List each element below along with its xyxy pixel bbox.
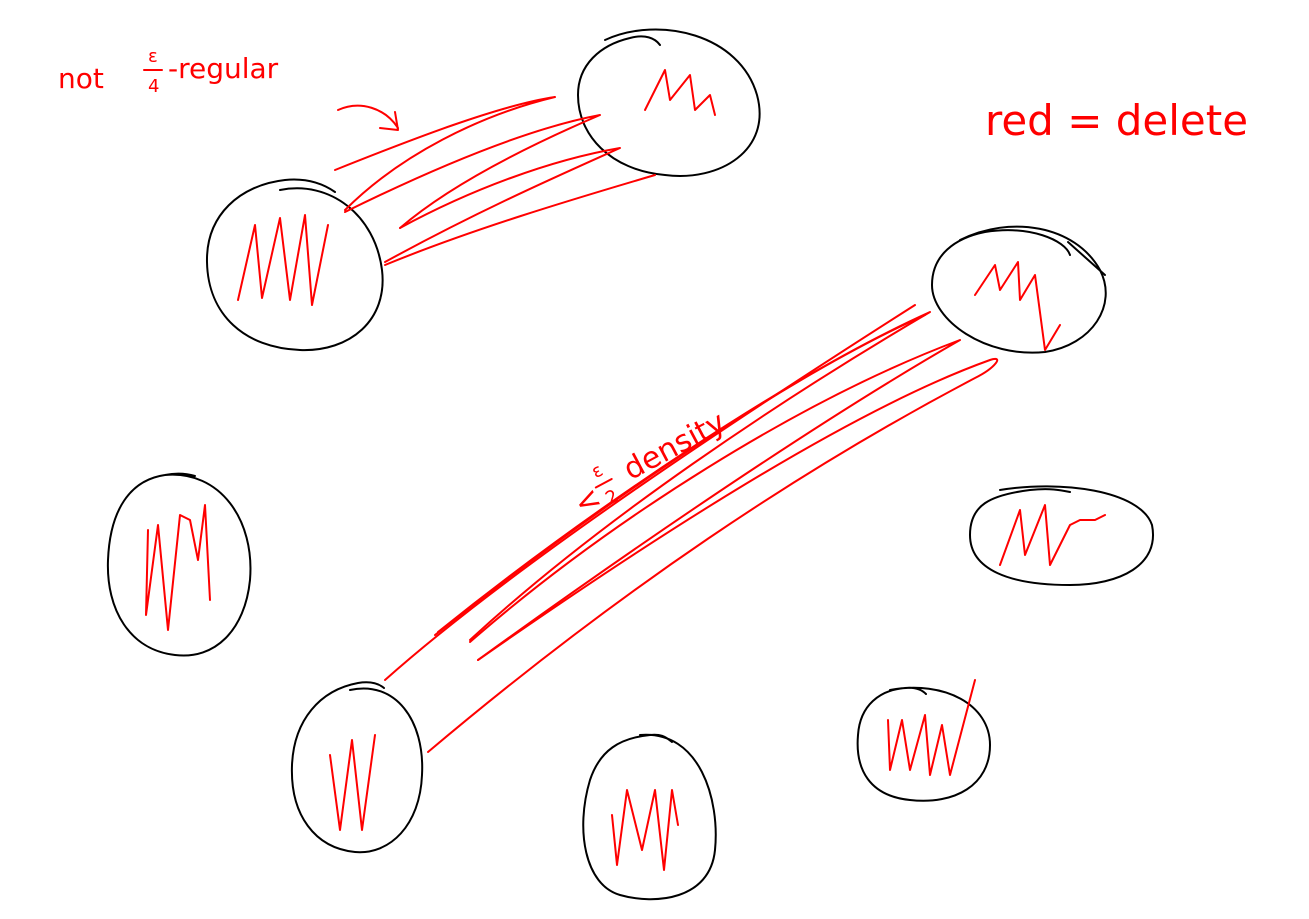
cluster-right-upper: [931, 225, 1107, 354]
cluster-top-center: [577, 28, 761, 177]
edge-stroke: [384, 147, 621, 263]
cluster-scribble: [329, 734, 376, 831]
label-not-regular-suffix: -regular: [168, 52, 279, 85]
edge-stroke: [344, 114, 601, 229]
edge-stroke: [384, 304, 916, 681]
cluster-bottom-right: [856, 679, 991, 802]
cluster-bottom-left: [290, 681, 424, 854]
curved-arrow-icon: [337, 104, 399, 131]
cluster-bottom-center: [582, 733, 717, 901]
label-not-regular-prefix: not: [58, 62, 104, 95]
cluster-scribble: [611, 789, 679, 871]
label-density-prefix: <: [569, 480, 608, 523]
edge-bundle-irregular: [334, 96, 656, 266]
cluster-outline-tail: [1067, 241, 1106, 276]
cluster-scribble: [237, 214, 329, 306]
edge-stroke: [384, 174, 656, 266]
cluster-outline: [582, 733, 717, 901]
cluster-outline: [856, 686, 991, 802]
cluster-outline: [577, 28, 761, 177]
edge-stroke: [437, 311, 931, 641]
cluster-outline: [106, 472, 252, 657]
cluster-top-left: [205, 178, 384, 352]
label-not-regular: not ε 4 -regular: [58, 46, 279, 97]
cluster-scribble: [999, 504, 1106, 566]
label-not-regular-numerator: ε: [148, 46, 158, 67]
cluster-outline: [969, 485, 1155, 586]
cluster-scribble: [887, 679, 976, 776]
cluster-scribble: [644, 69, 716, 116]
legend-red-delete: red = delete: [985, 96, 1248, 145]
edge-stroke: [469, 339, 961, 661]
cluster-outline: [290, 681, 424, 854]
cluster-scribble: [974, 261, 1061, 351]
cluster-right-middle: [969, 485, 1155, 586]
label-density-numerator: ε: [588, 460, 606, 483]
cluster-left-middle: [106, 472, 252, 657]
cluster-outline: [205, 178, 384, 352]
edge-stroke: [334, 96, 556, 211]
edge-bundle-sparse: [384, 304, 999, 753]
cluster-scribble: [145, 504, 211, 631]
label-density-suffix: density: [618, 405, 732, 488]
edge-stroke: [434, 314, 926, 636]
fraction-bar: [594, 478, 613, 489]
cluster-outline: [931, 225, 1107, 354]
edge-stroke: [427, 357, 999, 753]
label-not-regular-denominator: 4: [148, 76, 159, 97]
